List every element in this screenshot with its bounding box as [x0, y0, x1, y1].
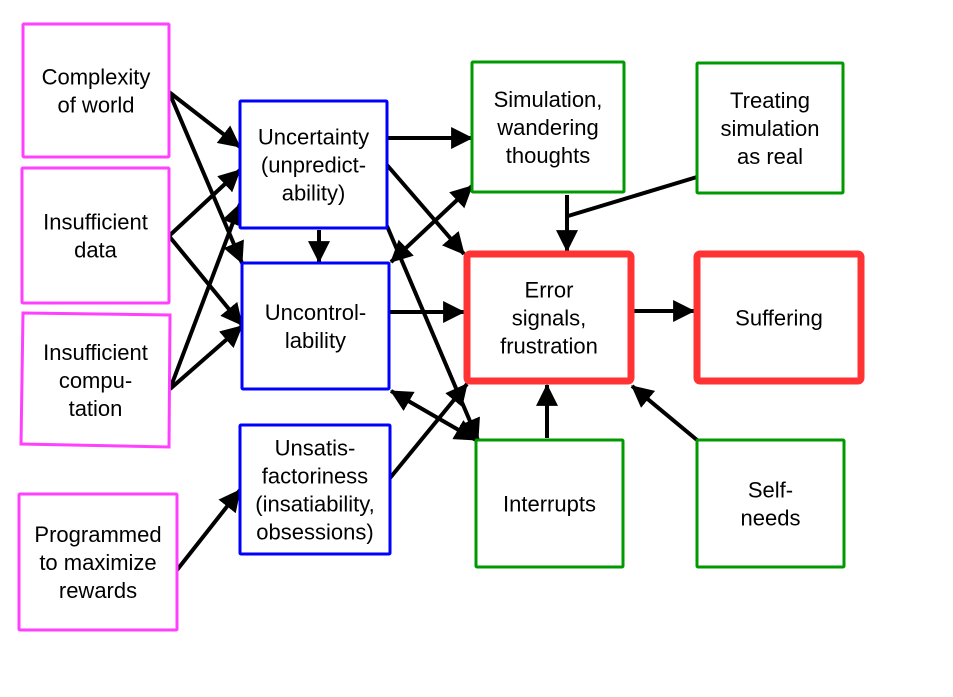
node-label-line: Error: [525, 277, 574, 302]
node-box: [238, 99, 389, 230]
node-label-line: ability): [282, 180, 346, 205]
node-label-line: Insufficient: [43, 209, 148, 234]
node-label-line: lability: [285, 328, 346, 353]
node-box: [695, 438, 846, 569]
node-interrupts: Interrupts: [474, 438, 625, 569]
edge-programmed-to-unsatisfactoriness: [175, 488, 242, 572]
node-unsatisfactoriness: Unsatis-factoriness (insatiability, obsess…: [238, 423, 392, 556]
node-label-line: Suffering: [735, 305, 823, 330]
edge-complexity-to-uncertainty: [167, 90, 242, 149]
node-complexity: Complexity of world: [21, 22, 171, 159]
node-label-line: Self-: [748, 477, 793, 502]
node-label-line: needs: [741, 505, 801, 530]
node-label-line: obsessions): [256, 519, 373, 544]
node-box: [17, 492, 179, 632]
node-label-line: rewards: [59, 578, 137, 603]
edge-self-needs-to-error-signals: [630, 384, 699, 442]
node-box: [693, 250, 865, 385]
node-treating-simulation: Treating simulation as real: [695, 61, 845, 195]
node-label-line: Simulation,: [494, 87, 603, 112]
edge-insufficient-data-to-uncontrollability: [167, 234, 244, 327]
node-uncertainty: Uncertainty (unpredict-ability): [238, 99, 389, 230]
node-insufficient-computation: Insufficient compu-tation: [19, 311, 172, 449]
node-label-line: simulation: [720, 116, 819, 141]
edge-insufficient-data-to-uncertainty: [167, 168, 242, 238]
node-label-line: (unpredict-: [261, 152, 366, 177]
node-box: [695, 61, 845, 195]
node-label-line: wandering: [496, 115, 599, 140]
node-box: [470, 60, 626, 194]
edge-insufficient-computation-to-uncertainty: [168, 202, 243, 390]
node-error-signals: Error signals, frustration: [463, 250, 635, 385]
node-label-line: data: [74, 237, 118, 262]
node-label-line: Interrupts: [503, 491, 596, 516]
node-label-line: to maximize: [39, 550, 156, 575]
edge-unsatisfactoriness-to-error-signals: [388, 382, 469, 480]
edge-uncontrollability-to-interrupts: [390, 389, 477, 442]
node-box: [20, 166, 171, 305]
node-box: [21, 22, 171, 159]
node-label-line: Insufficient: [43, 340, 148, 365]
node-label-line: Uncontrol-: [265, 300, 366, 325]
node-label-line: as real: [737, 144, 803, 169]
node-uncontrollability: Uncontrol-lability: [240, 261, 391, 391]
node-label-line: frustration: [500, 333, 598, 358]
node-label-line: Uncertainty: [258, 124, 369, 149]
edge-insufficient-computation-to-uncontrollability: [168, 324, 244, 391]
node-label-line: Programmed: [34, 522, 161, 547]
node-label-line: thoughts: [506, 143, 590, 168]
edge-uncontrollability-to-simulation: [389, 184, 474, 264]
node-label-line: Complexity: [42, 64, 151, 89]
edges-layer: [167, 90, 699, 572]
node-label-line: tation: [69, 396, 123, 421]
node-label-line: Unsatis-: [275, 435, 356, 460]
node-label-line: (insatiability,: [255, 491, 374, 516]
node-suffering: Suffering: [693, 250, 865, 385]
node-box: [19, 311, 172, 449]
node-label-line: factoriness: [262, 463, 368, 488]
edge-uncertainty-to-error-signals: [385, 163, 466, 256]
node-label-line: compu-: [59, 368, 132, 393]
node-programmed: Programmed to maximize rewards: [17, 492, 179, 632]
node-label-line: signals,: [512, 305, 587, 330]
node-simulation: Simulation, wandering thoughts: [470, 60, 626, 194]
node-box: [463, 250, 635, 385]
node-label-line: of world: [57, 92, 134, 117]
node-box: [238, 423, 392, 556]
node-box: [240, 261, 391, 391]
node-self-needs: Self-needs: [695, 438, 846, 569]
edge-treating-simulation-to-error-signals: [567, 175, 698, 218]
node-label-line: Treating: [730, 88, 810, 113]
node-box: [474, 438, 625, 569]
node-insufficient-data: Insufficient data: [20, 166, 171, 305]
